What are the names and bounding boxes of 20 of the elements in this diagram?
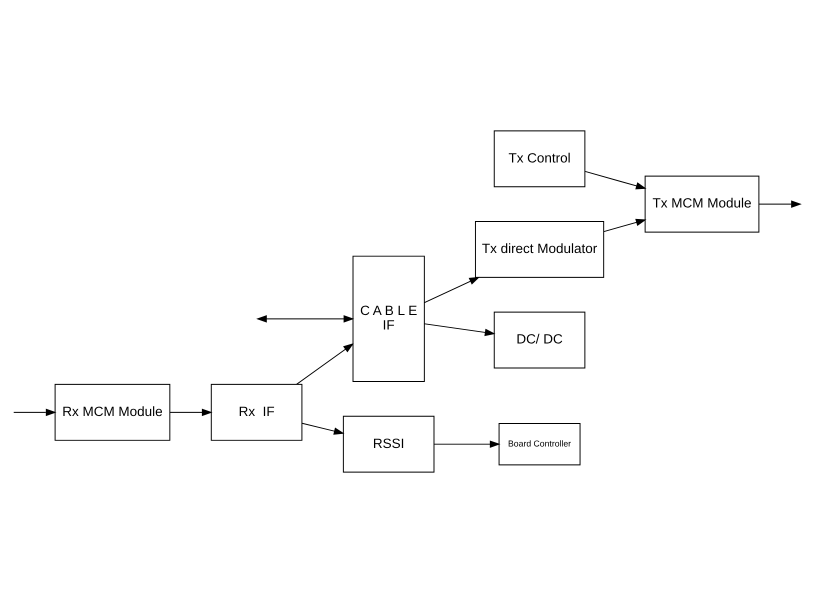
arrow — [758, 200, 802, 208]
arrow — [604, 218, 646, 232]
node-box: Tx MCM Module — [644, 176, 760, 233]
arrow — [170, 408, 213, 416]
node-box: C A B L E IF — [352, 256, 425, 382]
node-box: Tx Control — [494, 130, 586, 188]
node-box: RSSI — [342, 416, 434, 473]
node-box: DC/ DC — [494, 312, 586, 368]
arrow — [296, 343, 354, 385]
arrow — [13, 408, 56, 416]
node-box: Rx IF — [210, 384, 302, 441]
arrow — [302, 422, 344, 435]
node-box: Board Controller — [498, 422, 581, 466]
arrow — [434, 440, 500, 448]
node-box: Rx MCM Module — [54, 384, 170, 441]
node-box: Tx direct Modulator — [474, 221, 604, 278]
arrow — [584, 170, 647, 190]
arrow — [424, 323, 496, 336]
arrow — [424, 276, 480, 304]
arrow — [256, 315, 354, 323]
